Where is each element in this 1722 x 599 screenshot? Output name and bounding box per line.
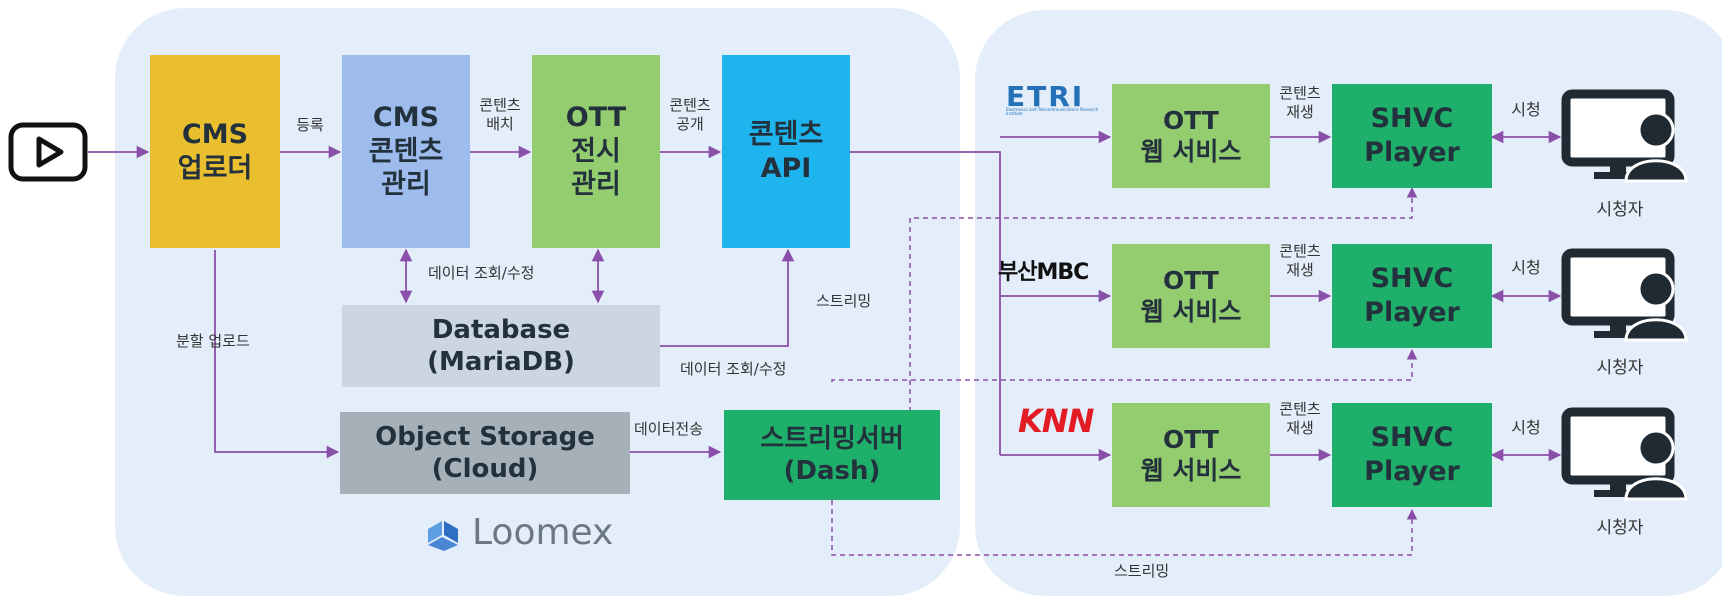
label-content-publish: 콘텐츠 공개 [669,96,711,133]
cms-content-box: CMS 콘텐츠 관리 [342,55,470,248]
shvc-player-box-1: SHVC Player [1332,84,1492,188]
edge-stream-player-3 [831,500,1418,556]
label-content-deploy: 콘텐츠 배치 [479,96,521,133]
etri-logo-text: ETRI [1006,80,1085,113]
knn-logo: KNN [1018,402,1094,440]
label-data-query-1: 데이터 조회/수정 [428,264,535,282]
label-content-play-1: 콘텐츠 재생 [1279,84,1321,121]
label-streaming-1: 스트리밍 [816,292,872,310]
label-split-upload: 분할 업로드 [176,332,250,350]
computer-user-icon [1560,88,1690,183]
edge-api-fanout [850,151,1001,455]
edge-stream-player-1 [909,186,1418,430]
label-data-query-2: 데이터 조회/수정 [680,360,787,378]
ott-web-box-3: OTT 웹 서비스 [1112,403,1270,507]
ott-web-box-1: OTT 웹 서비스 [1112,84,1270,188]
viewer-label-2: 시청자 [1596,358,1644,378]
edge-db-api [660,248,795,347]
play-icon [8,122,88,182]
busan-mbc-logo: 부산MBC [998,260,1089,285]
edge-split-upload [214,250,340,459]
cms-uploader-box: CMS 업로더 [150,55,280,248]
label-watch-3: 시청 [1511,418,1541,437]
computer-user-icon [1560,406,1690,501]
label-content-play-3: 콘텐츠 재생 [1279,400,1321,437]
shvc-player-box-2: SHVC Player [1332,244,1492,348]
ott-web-box-2: OTT 웹 서비스 [1112,244,1270,348]
label-watch-2: 시청 [1511,258,1541,277]
label-watch-1: 시청 [1511,100,1541,119]
loomex-logo-text: Loomex [472,512,614,553]
label-register: 등록 [296,116,324,134]
etri-logo: ETRI Electronics and Telecommunications … [1006,80,1106,120]
viewer-label-3: 시청자 [1596,518,1644,538]
viewer-label-1: 시청자 [1596,200,1644,220]
shvc-player-box-3: SHVC Player [1332,403,1492,507]
content-api-box: 콘텐츠 API [722,55,850,248]
database-box: Database (MariaDB) [342,305,660,387]
label-content-play-2: 콘텐츠 재생 [1279,242,1321,279]
edge-stream-player-2 [831,348,1418,382]
object-storage-box: Object Storage (Cloud) [340,412,630,494]
ott-display-box: OTT 전시 관리 [532,55,660,248]
computer-user-icon [1560,247,1690,342]
loomex-logo-icon [424,515,462,553]
label-streaming-2: 스트리밍 [1114,562,1170,580]
streaming-server-box: 스트리밍서버 (Dash) [724,410,940,500]
label-data-transfer: 데이터전송 [634,420,704,438]
etri-logo-subtext: Electronics and Telecommunications Resea… [1006,107,1099,117]
